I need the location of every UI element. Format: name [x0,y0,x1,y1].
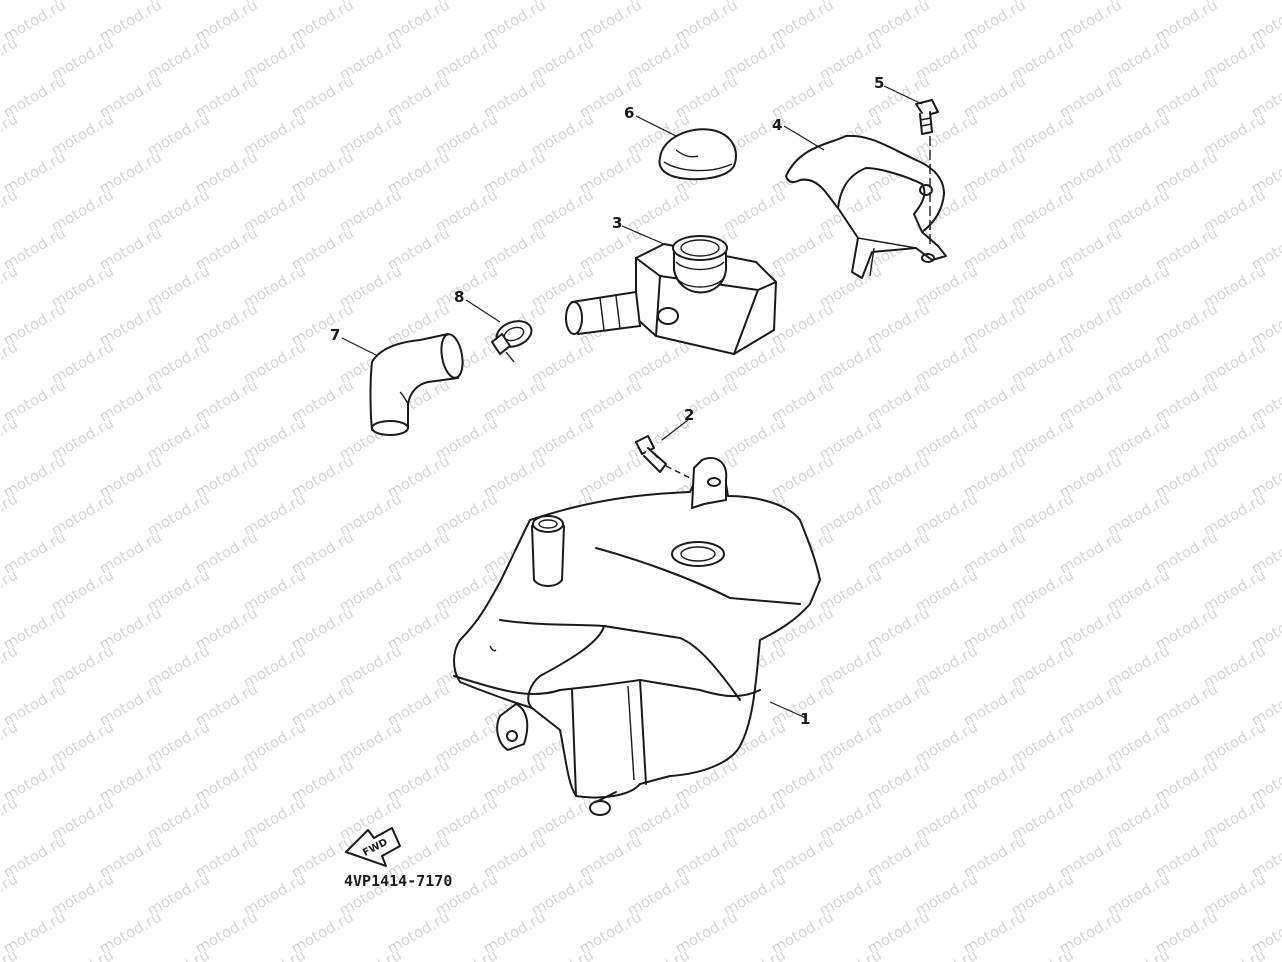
callout-7: 7 [330,326,340,344]
part-1-tank[interactable] [453,457,821,816]
callout-8: 8 [454,288,464,306]
part-2-bolt[interactable] [635,435,691,479]
part-3-filler-neck[interactable] [565,235,777,355]
part-4-bracket[interactable] [785,134,947,279]
callout-3: 3 [612,214,622,232]
part-7-elbow-hose[interactable] [369,333,466,436]
callout-6: 6 [624,104,634,122]
callout-5: 5 [874,74,884,92]
callout-1: 1 [800,710,810,728]
callout-2: 2 [684,406,694,424]
part-6-cap[interactable] [658,128,737,181]
leader-lines [341,85,923,719]
forward-arrow-icon: FWD [345,827,401,867]
callout-4: 4 [772,116,782,134]
part-8-hose-clamp[interactable] [491,317,535,363]
diagram-code: 4VP1414-7170 [344,872,452,890]
